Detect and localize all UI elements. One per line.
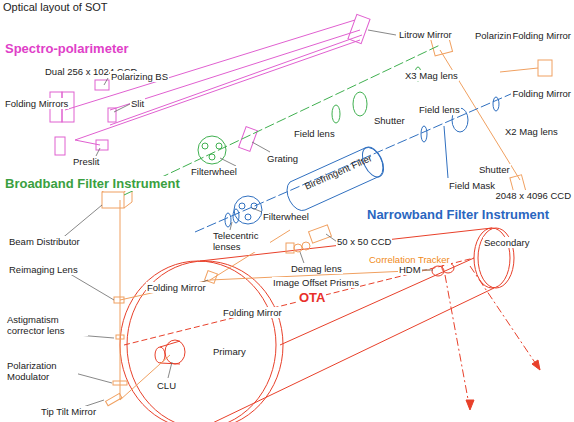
- part-label: Litrow Mirror: [398, 29, 453, 40]
- part-label: Filterwheel: [262, 211, 310, 222]
- part-label: X3 Mag lens: [404, 70, 459, 81]
- part-label: Field Mask: [448, 180, 496, 191]
- part-label: Polarizing BS: [110, 71, 169, 82]
- part-label: Field lens: [293, 128, 336, 139]
- part-label: Folding Mirror: [146, 282, 207, 293]
- part-label: X2 Mag lens: [504, 126, 559, 137]
- part-label: Telecentric lenses: [212, 230, 270, 252]
- part-label: Secondary: [483, 237, 530, 248]
- part-label: Folding Mirror: [511, 88, 572, 99]
- instrument-name: Broadband Filter Instrument: [4, 176, 181, 191]
- part-label: Image Offset Prisms: [272, 277, 360, 288]
- part-label: Primary: [212, 346, 247, 357]
- part-label: Tip Tilt Mirror: [40, 406, 97, 417]
- instrument-name: OTA: [298, 290, 326, 305]
- diagram-title: Optical layout of SOT: [3, 1, 108, 13]
- part-label: CLU: [156, 380, 177, 391]
- part-label: Reimaging Lens: [8, 264, 79, 275]
- part-label: HDM: [398, 264, 422, 275]
- part-label: Filterwheel: [190, 166, 238, 177]
- part-label: Grating: [266, 153, 299, 164]
- part-label: Shutter: [478, 164, 511, 175]
- part-label: Demag lens: [290, 263, 343, 274]
- instrument-name: Narrowband Filter Instrument: [366, 207, 550, 222]
- part-label: Folding Mirror: [222, 307, 283, 318]
- part-label: Folding Mirror: [511, 30, 572, 41]
- part-label: Slit: [130, 98, 145, 109]
- part-label: Beam Distributor: [8, 236, 81, 247]
- part-label: Folding Mirrors: [4, 98, 69, 109]
- instrument-name: Spectro-polarimeter: [4, 41, 130, 56]
- part-label: Field lens: [418, 104, 461, 115]
- part-label: Astigmatism corrector lens: [6, 314, 88, 336]
- part-label: Preslit: [72, 156, 100, 167]
- part-label: 2048 x 4096 CCD: [494, 190, 572, 201]
- part-label: 50 x 50 CCD: [336, 236, 392, 247]
- part-label: Shutter: [373, 115, 406, 126]
- part-label: Polarization Modulator: [6, 360, 78, 382]
